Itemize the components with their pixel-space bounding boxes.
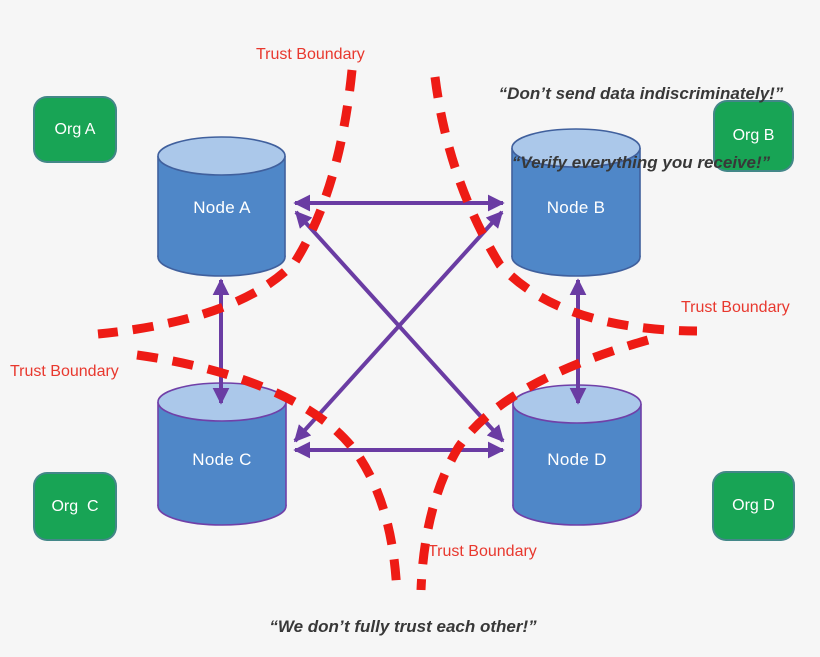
trust-boundary-label-bottom: Trust Boundary bbox=[428, 543, 537, 560]
org-a-label: Org A bbox=[54, 120, 96, 138]
node-a-label: Node A bbox=[193, 198, 251, 217]
trust-boundary-arc-top-left bbox=[97, 69, 357, 339]
trust-boundary-arc-top-right bbox=[430, 76, 698, 336]
org-c-box: Org C bbox=[33, 472, 117, 541]
node-c-label: Node C bbox=[192, 450, 252, 469]
org-c-label: Org C bbox=[51, 497, 99, 515]
node-b-label: Node B bbox=[546, 198, 606, 217]
connection-arrows bbox=[212, 194, 587, 459]
org-d-label: Org D bbox=[732, 497, 775, 514]
node-a-cylinder bbox=[157, 136, 286, 277]
trust-boundary-label-right: Trust Boundary bbox=[681, 299, 790, 316]
node-d-label: Node D bbox=[547, 450, 607, 469]
top-quote: “Don’t send data indiscriminately!” “Ver… bbox=[468, 36, 814, 220]
org-a-box: Org A bbox=[33, 96, 117, 163]
trust-boundary-arc-bottom-right bbox=[416, 335, 650, 591]
org-b-label: Org B bbox=[732, 127, 775, 144]
arrow-node-b-node-c bbox=[293, 210, 504, 443]
bottom-quote: “We don’t fully trust each other!” bbox=[269, 617, 537, 636]
org-b-box: Org B bbox=[713, 100, 794, 172]
trust-boundary-lines bbox=[97, 69, 698, 596]
top-quote-line-1: “Don’t send data indiscriminately!” bbox=[498, 84, 784, 103]
trust-boundary-label-top: Trust Boundary bbox=[256, 46, 365, 63]
trust-boundary-label-left: Trust Boundary bbox=[10, 363, 119, 380]
trust-boundary-arc-bottom-left bbox=[136, 350, 402, 596]
org-d-box: Org D bbox=[712, 471, 795, 541]
node-b-cylinder bbox=[511, 128, 641, 277]
top-quote-line-2: “Verify everything you receive!” bbox=[511, 153, 771, 172]
